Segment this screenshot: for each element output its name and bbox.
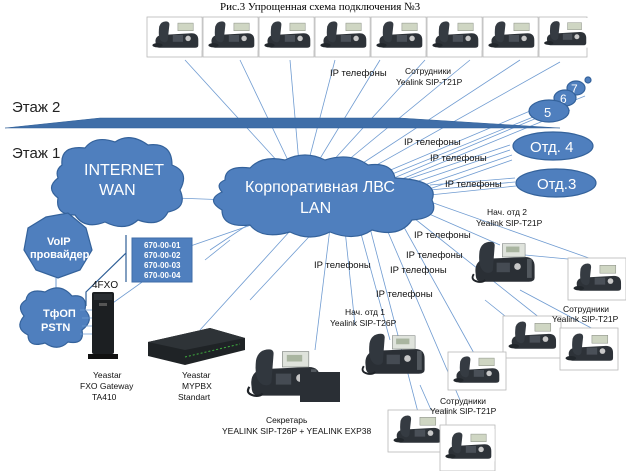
ip-phones-label: IP телефоны [404, 137, 461, 148]
floor-1-label: Этаж 1 [12, 145, 60, 162]
ip-phone-icon [569, 259, 625, 294]
head1-line1: Нач. отд 1 [345, 307, 385, 317]
secretary-line1: Секретарь [266, 415, 308, 425]
internet-wan-cloud: INTERNET WAN [50, 137, 185, 228]
head2-line1: Нач. отд 2 [487, 207, 527, 217]
connection-lines [59, 59, 601, 431]
ip-phone-icon [260, 17, 315, 51]
staff-top-line1: Сотрудники [405, 66, 451, 76]
phone-number: 670-00-01 [144, 241, 181, 250]
dept-5-bubble: 5 [528, 99, 570, 123]
svg-text:WAN: WAN [99, 182, 136, 199]
head2-line2: Yealink SIP-T21P [476, 218, 543, 228]
ip-phone-icon [389, 411, 445, 446]
svg-text:ТфОП: ТфОП [43, 308, 76, 320]
ip-phone-icon [441, 428, 496, 462]
phone-numbers-box: 670-00-01 670-00-02 670-00-03 670-00-04 [131, 237, 193, 283]
gateway-line3: TA410 [92, 392, 117, 402]
phone-number: 670-00-02 [144, 251, 181, 260]
head2-phone-icon [469, 237, 538, 285]
ip-phones-label: IP телефоны [445, 179, 502, 190]
figure-title: Рис.3 Упрощенная схема подключения №3 [220, 1, 421, 13]
phone-number: 670-00-04 [144, 271, 181, 280]
floor-separator [4, 117, 561, 129]
staff-bottom-phones [387, 351, 507, 471]
staff-bottom-line2: Yealink SIP-T21P [430, 406, 497, 416]
svg-text:Корпоративная ЛВС: Корпоративная ЛВС [245, 179, 395, 196]
fxo-gateway-device [88, 292, 118, 359]
floor-2-label: Этаж 2 [12, 99, 60, 116]
staff-right-line2: Yealink SIP-T21P [552, 314, 619, 324]
svg-text:Отд.3: Отд.3 [537, 176, 576, 193]
svg-text:Отд. 4: Отд. 4 [530, 139, 573, 156]
voip-provider-node: VoIP провайдер [23, 212, 93, 279]
gateway-line1: Yeastar [93, 370, 122, 380]
staff-right-phones [502, 257, 626, 371]
fxo-port-label: 4FXO [92, 280, 118, 291]
ip-phones-label: IP телефоны [414, 230, 471, 241]
dept-3-bubble: Отд.3 [515, 168, 597, 198]
pstn-cloud: ТфОП PSTN [19, 287, 90, 348]
staff-bottom-line1: Сотрудники [440, 396, 486, 406]
pbx-device [148, 328, 245, 365]
svg-text:VoIP: VoIP [47, 236, 71, 248]
ip-phone-icon [148, 17, 203, 51]
ip-phones-label: IP телефоны [390, 265, 447, 276]
pbx-line3: Standart [178, 392, 211, 402]
ip-phones-label: IP телефоны [376, 289, 433, 300]
ip-phone-icon [484, 17, 539, 51]
ip-phone-icon [449, 352, 504, 386]
ip-phones-label: IP телефоны [314, 260, 371, 271]
ip-phone-icon [540, 17, 590, 49]
ip-phone-icon [372, 17, 427, 51]
top-phones-row [146, 16, 590, 58]
fxo-bracket [85, 235, 127, 306]
staff-right-line1: Сотрудники [563, 304, 609, 314]
dept-4-bubble: Отд. 4 [512, 131, 594, 161]
svg-text:6: 6 [560, 92, 567, 106]
gateway-line2: FXO Gateway [80, 381, 134, 391]
svg-text:7: 7 [571, 82, 578, 96]
pbx-line1: Yeastar [182, 370, 211, 380]
pbx-line2: MYPBX [182, 381, 212, 391]
svg-text:LAN: LAN [300, 200, 331, 217]
ip-phone-icon [204, 17, 259, 51]
ip-phones-label: IP телефоны [406, 250, 463, 261]
ip-phone-icon [316, 17, 371, 51]
ip-phone-icon [561, 329, 617, 364]
head1-phone-icon [359, 329, 428, 377]
ip-phones-label-top: IP телефоны [330, 68, 387, 79]
phone-number: 670-00-03 [144, 261, 181, 270]
secretary-line2: YEALINK SIP-T26P + YEALINK EXP38 [222, 426, 371, 436]
ip-phones-label: IP телефоны [430, 153, 487, 164]
lan-cloud: Корпоративная ЛВС LAN [212, 154, 435, 238]
svg-text:провайдер: провайдер [30, 249, 90, 261]
svg-text:PSTN: PSTN [41, 322, 70, 334]
head1-line2: Yealink SIP-T26P [330, 318, 397, 328]
svg-text:INTERNET: INTERNET [84, 162, 164, 179]
exp38-module [300, 372, 340, 402]
ip-phone-icon [428, 17, 483, 51]
svg-text:5: 5 [544, 105, 551, 120]
staff-top-line2: Yealink SIP-T21P [396, 77, 463, 87]
